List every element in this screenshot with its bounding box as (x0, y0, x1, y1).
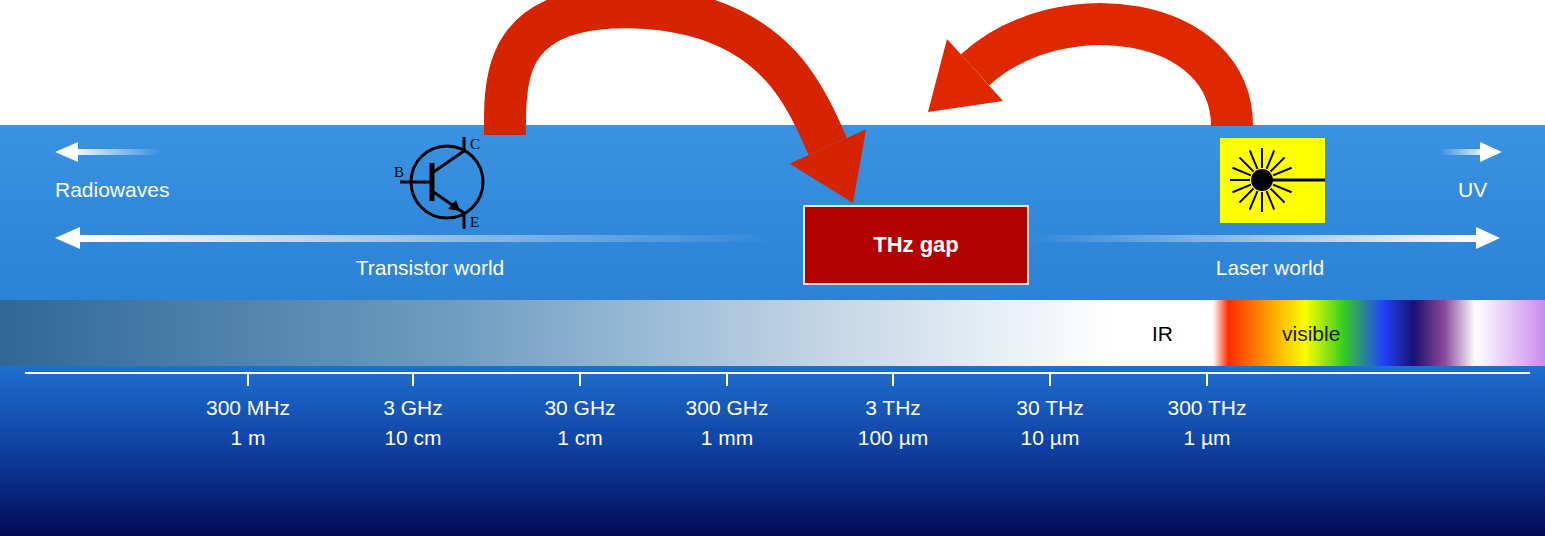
transistor-range-arrow (72, 235, 772, 242)
region-label: Transistor world (356, 256, 505, 280)
transistor-symbol: B C E (390, 135, 510, 230)
red-curved-arrow (505, 7, 828, 146)
scale-label: 30 GHz (544, 396, 615, 420)
scale-label: 10 cm (384, 426, 441, 450)
radiowave-arrowhead (55, 142, 78, 162)
radiowave-arrow (70, 149, 160, 155)
scale-label: 1 m (230, 426, 265, 450)
laser-rays (1230, 148, 1294, 212)
uv-arrow (1440, 149, 1488, 155)
scale-label: 1 mm (701, 426, 754, 450)
scale-label: 1 µm (1183, 426, 1230, 450)
uv-arrowhead (1480, 142, 1502, 162)
scale-label: 30 THz (1016, 396, 1083, 420)
scale-label: 300 THz (1168, 396, 1247, 420)
scale-label: 1 cm (557, 426, 603, 450)
scale-label: 300 MHz (206, 396, 290, 420)
box-title: THz gap (873, 232, 959, 258)
pin-letter: C (470, 137, 480, 152)
lower-band (0, 365, 1545, 536)
scale-label: 300 GHz (686, 396, 769, 420)
region-label: Radiowaves (55, 178, 169, 202)
laser-range-arrowhead (1476, 227, 1500, 249)
region-label: UV (1458, 178, 1487, 202)
region-label: visible (1282, 322, 1340, 346)
laser-core (1251, 169, 1273, 191)
axis-ticks (248, 373, 1207, 386)
laser-to-gap-arrow (975, 24, 1232, 126)
region-label: Laser world (1216, 256, 1325, 280)
pin-letter: B (394, 165, 404, 180)
scale-label: 3 GHz (383, 396, 443, 420)
axis-line (25, 372, 1530, 374)
region-label: IR (1152, 322, 1173, 346)
upper-band (0, 125, 1545, 301)
transistor-range-arrowhead (55, 227, 80, 249)
laser-to-gap-arrowhead (928, 39, 1003, 112)
scale-label: 3 THz (865, 396, 921, 420)
thz-gap-box: THz gap (803, 205, 1029, 285)
scale-label: 10 µm (1021, 426, 1080, 450)
laser-beam (1262, 179, 1325, 182)
transistor-outline (390, 135, 510, 230)
laser-range-arrow (1030, 235, 1485, 242)
spectrum-strip (0, 300, 1545, 366)
scale-label: 100 µm (858, 426, 928, 450)
pin-letter: E (470, 215, 479, 230)
laser-icon (1220, 138, 1325, 223)
